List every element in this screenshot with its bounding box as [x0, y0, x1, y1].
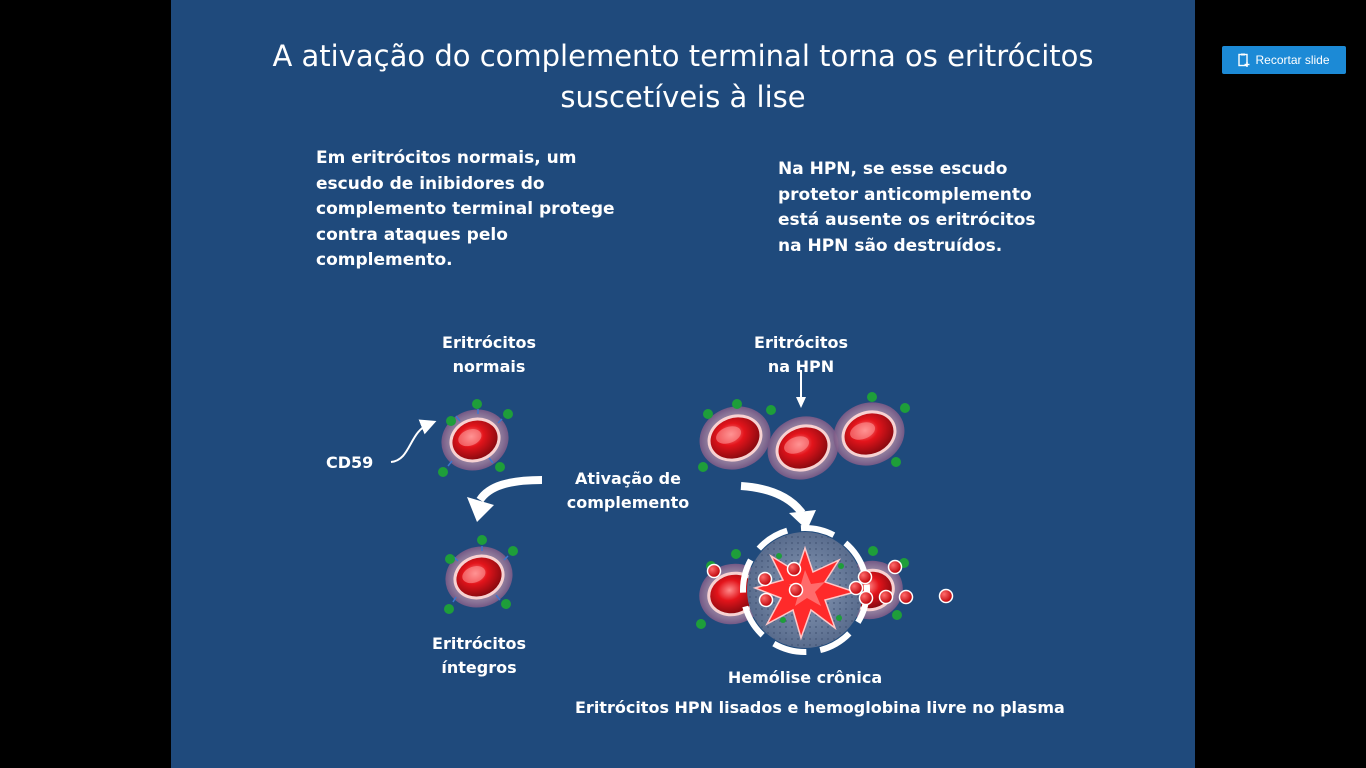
hpn-curved-arrow — [740, 482, 816, 530]
slide-title-line2: suscetíveis à lise — [560, 80, 806, 114]
intact-erythrocyte — [444, 535, 518, 614]
hpn-erythrocytes — [698, 392, 910, 480]
slide-title-line1: A ativação do complemento terminal torna… — [272, 39, 1094, 73]
normal-curved-arrow — [467, 476, 543, 522]
normal-cells-description: Em eritrócitos normais, um escudo de ini… — [316, 148, 615, 270]
slide-title: A ativação do complemento terminal torna… — [171, 36, 1195, 118]
complement-diagram — [390, 370, 954, 655]
intact-erythrocytes-label: Eritrócitos íntegros — [419, 632, 539, 680]
crop-slide-label: Recortar slide — [1255, 53, 1330, 67]
intact-label-line2: íntegros — [441, 658, 517, 677]
normal-erythrocyte — [438, 399, 513, 477]
normal-label-line1: Eritrócitos — [442, 333, 536, 352]
hpn-erythrocytes-label: Eritrócitos na HPN — [741, 331, 861, 379]
lysis-scene — [696, 525, 954, 655]
hpn-label-line2: na HPN — [767, 357, 835, 376]
crop-slide-button[interactable]: Recortar slide — [1222, 46, 1346, 74]
cd59-label: CD59 — [326, 453, 374, 472]
cd59-pointer-arrow — [390, 419, 437, 463]
clip-slide-icon — [1238, 53, 1250, 67]
normal-erythrocytes-label: Eritrócitos normais — [429, 331, 549, 379]
cd59-inhibitors — [438, 399, 513, 477]
intact-label-line1: Eritrócitos — [432, 634, 526, 653]
hpn-cells-description: Na HPN, se esse escudo protetor anticomp… — [778, 159, 1036, 256]
hpn-pointer-arrow — [796, 370, 806, 408]
activation-label-line1: Ativação de — [575, 469, 681, 488]
slide: A ativação do complemento terminal torna… — [171, 0, 1195, 768]
complement-activation-label: Ativação de complemento — [563, 467, 693, 515]
free-hemoglobin-drops — [706, 559, 954, 608]
hpn-label-line1: Eritrócitos — [754, 333, 848, 352]
activation-label-line2: complemento — [566, 493, 690, 512]
lysed-cells-caption: Eritrócitos HPN lisados e hemoglobina li… — [575, 698, 1065, 717]
normal-label-line2: normais — [452, 357, 526, 376]
chronic-hemolysis-label: Hemólise crônica — [727, 668, 883, 687]
